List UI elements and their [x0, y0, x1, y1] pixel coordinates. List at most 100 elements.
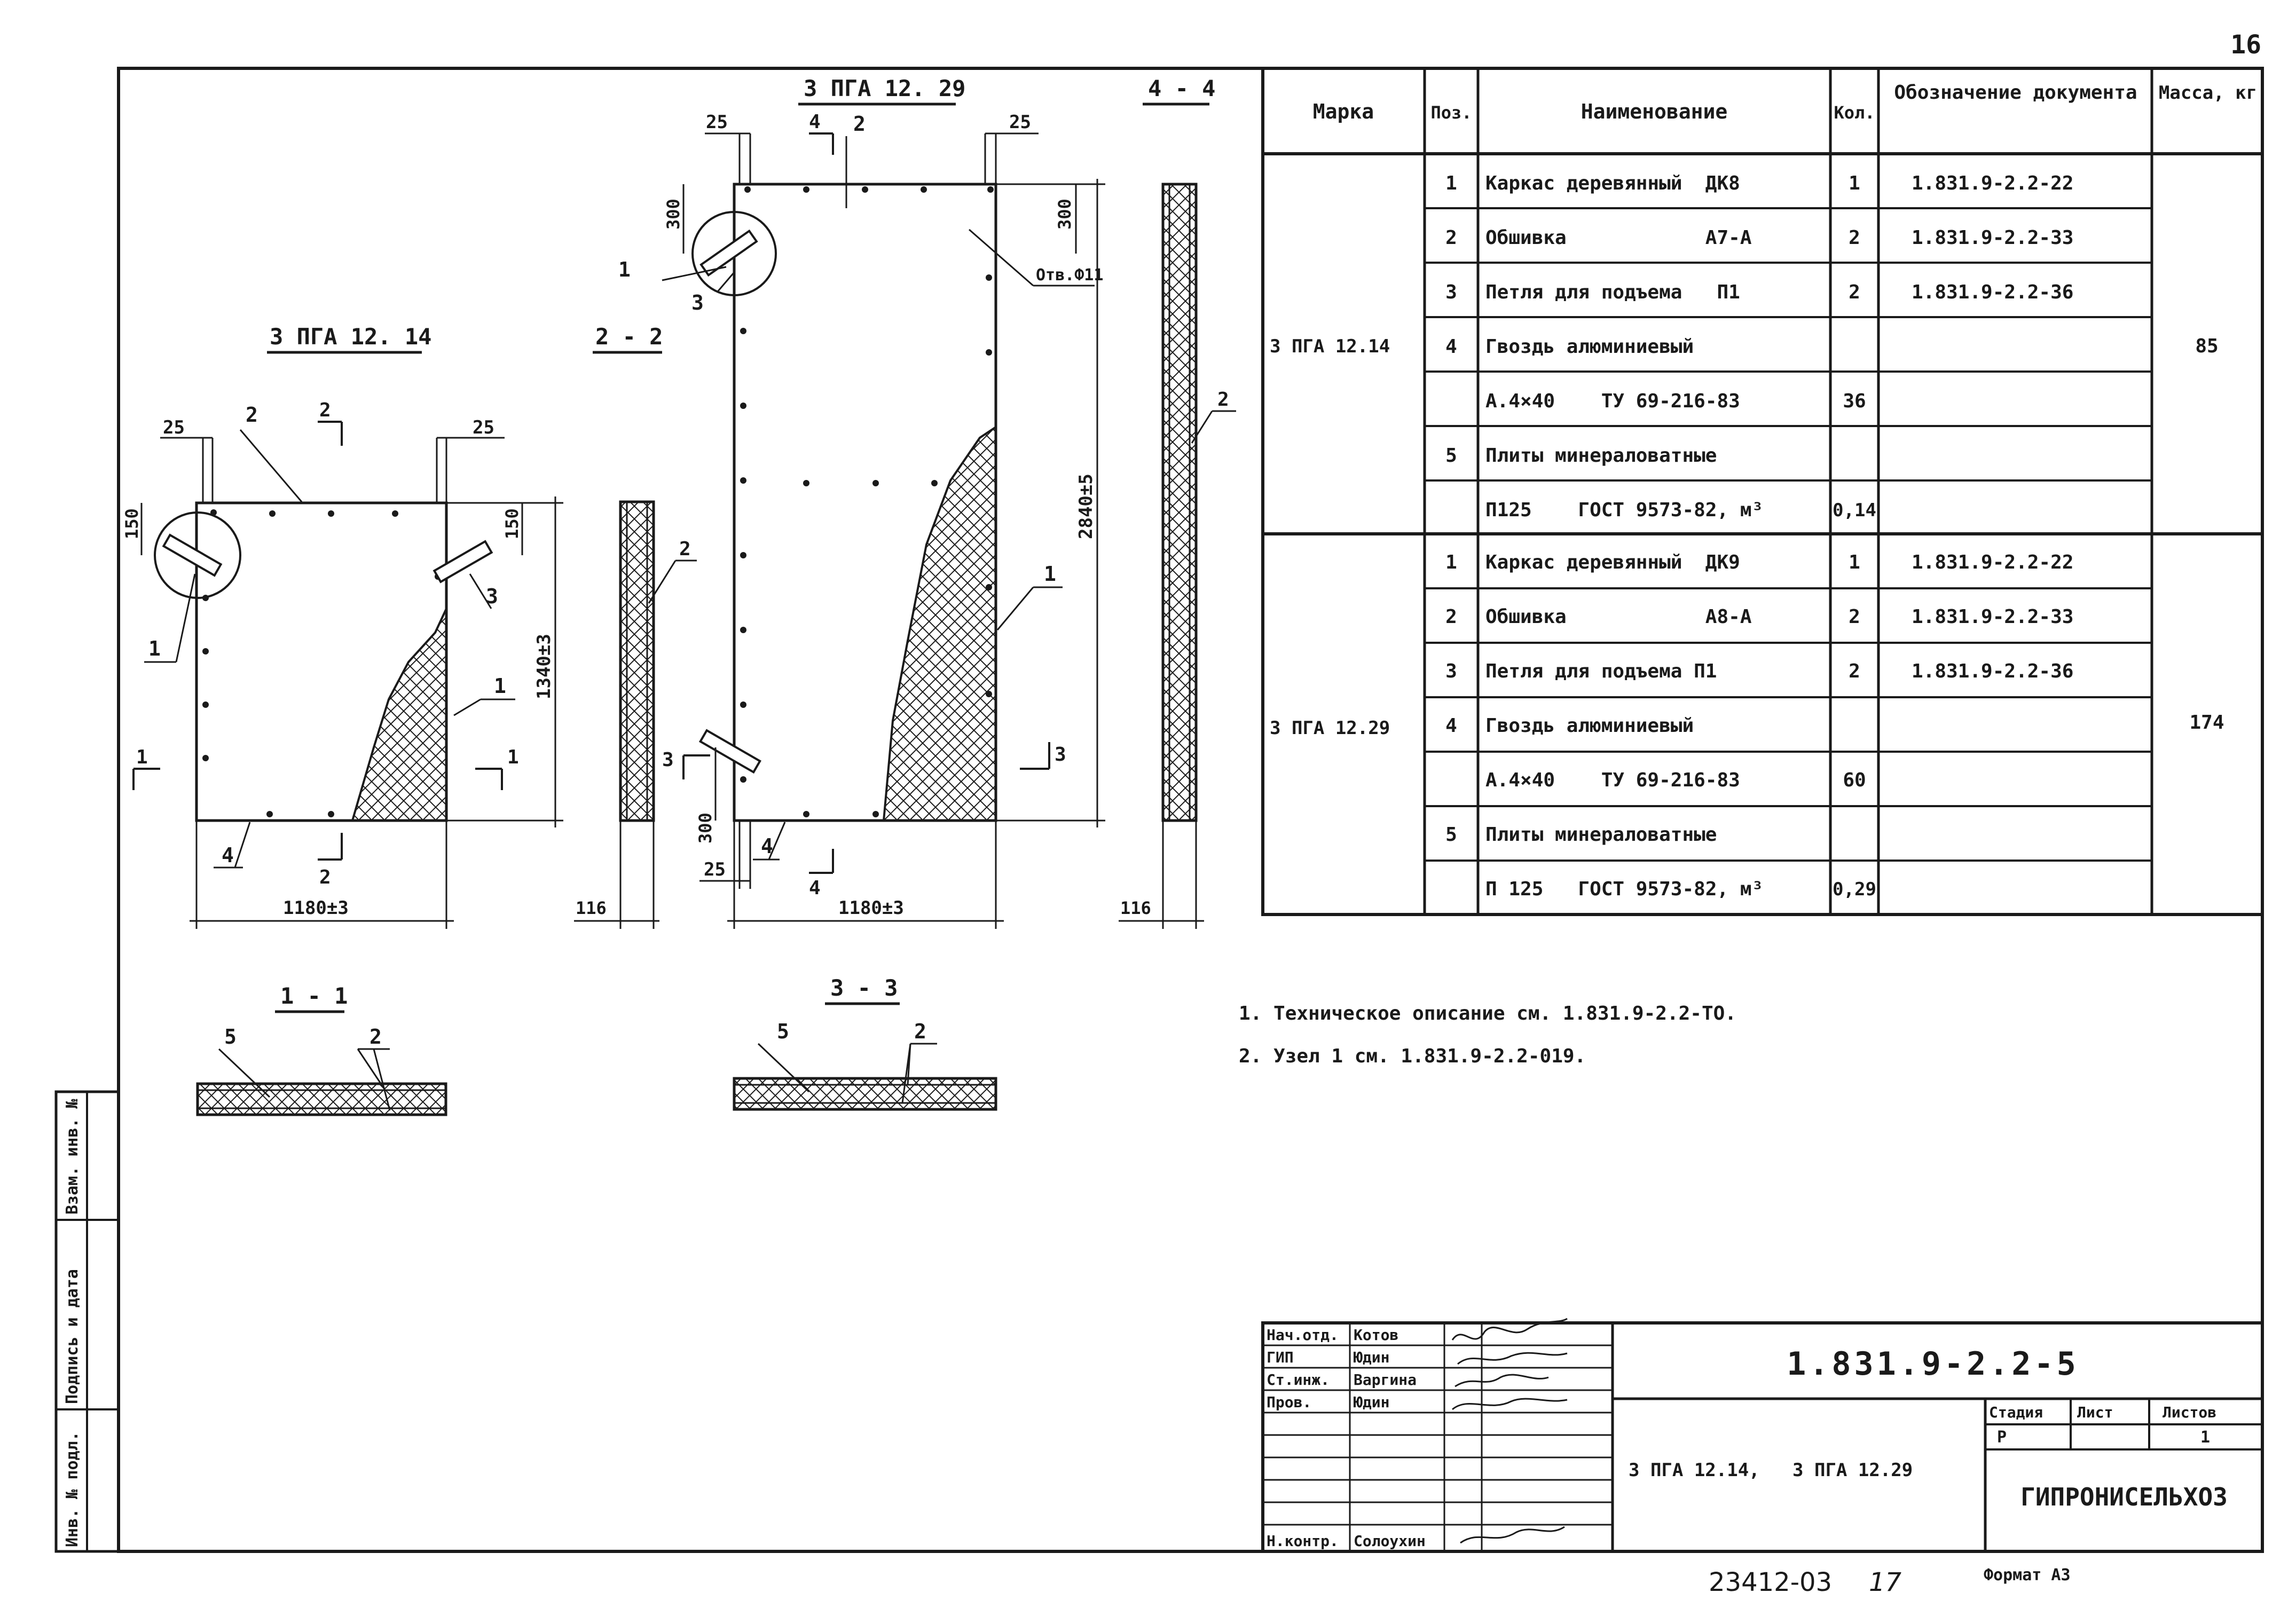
spec-group-1-mass: 85	[2195, 335, 2218, 357]
spec-row-qty: 2	[1849, 660, 1860, 682]
panel-small-callout-1: 1	[148, 637, 161, 660]
spec-row-name: Петля для подъема П1	[1485, 281, 1740, 303]
note-2: 2. Узел 1 см. 1.831.9-2.2-019.	[1239, 1045, 1586, 1067]
signature-name: Юдин	[1354, 1393, 1389, 1411]
side-stamp-sign: Подпись и дата	[63, 1269, 82, 1404]
panel-small-view: 3 ПГА 12. 14 25 25 150 150 1340±3	[122, 324, 563, 929]
section-1-1-title: 1 - 1	[280, 983, 348, 1009]
panel-large-s4-top: 4	[809, 111, 821, 133]
spec-row-name: П 125 ГОСТ 9573-82, м³	[1485, 878, 1763, 900]
spec-row-doc: 1.831.9-2.2-22	[1912, 551, 2073, 573]
spec-row-doc: 1.831.9-2.2-36	[1912, 281, 2073, 303]
spec-row-name: Каркас деревянный ДК9	[1485, 551, 1740, 573]
side-stamp: Инв. № подл. Подпись и дата Взам. инв. №	[54, 1090, 120, 1553]
section-3-3-view: 3 - 3 5 2	[733, 975, 997, 1111]
panel-small-loop-left: 150	[122, 508, 142, 539]
spec-row-qty: 0,29	[1833, 879, 1876, 900]
panel-large-loop-right: 300	[1055, 199, 1075, 230]
panel-small-callout-1b: 1	[494, 674, 506, 698]
spec-row-qty: 2	[1849, 227, 1860, 249]
panel-large-edge-right: 25	[1009, 112, 1031, 133]
signature-name: Солоухин	[1354, 1532, 1426, 1550]
spec-row-pos: 5	[1445, 824, 1457, 846]
panel-large-loop-left: 300	[663, 199, 683, 230]
panel-large-callout-2: 2	[853, 112, 866, 136]
signature-role: Н.контр.	[1267, 1532, 1339, 1550]
spec-row-doc: 1.831.9-2.2-36	[1912, 660, 2073, 682]
spec-group-2-rows: 1 Каркас деревянный ДК9 1 1.831.9-2.2-22…	[1445, 551, 2073, 900]
side-stamp-inv: Инв. № подл.	[63, 1431, 82, 1547]
signature-name: Юдин	[1354, 1349, 1389, 1366]
spec-row-pos: 1	[1445, 551, 1457, 573]
handwritten-signatures	[1451, 1318, 1568, 1544]
spec-row-name: А.4×40 ТУ 69-216-83	[1485, 769, 1740, 791]
spec-row-name: Каркас деревянный ДК8	[1485, 172, 1740, 194]
signature-role: ГИП	[1267, 1349, 1294, 1366]
archive-number: 23412-03	[1709, 1567, 1832, 1597]
panel-small-callout-3: 3	[486, 585, 498, 608]
signature-role: Ст.инж.	[1267, 1371, 1330, 1389]
spec-row-doc: 1.831.9-2.2-33	[1912, 606, 2073, 628]
spec-table: Марка Поз. Наименование Кол. Обозначение…	[1261, 67, 2264, 916]
spec-row-name: Обшивка А8-А	[1485, 606, 1752, 628]
panel-large-callout-3: 3	[691, 291, 704, 314]
section-3-3-callout-2: 2	[914, 1020, 926, 1043]
section-1-1-callout-2: 2	[369, 1025, 382, 1048]
panel-large-width: 1180±3	[838, 897, 904, 919]
spec-row-name: П125 ГОСТ 9573-82, м³	[1485, 499, 1763, 521]
panel-small-height: 1340±3	[533, 634, 555, 699]
panel-small-s2-bottom: 2	[319, 866, 331, 888]
panel-large-callout-1: 1	[618, 258, 631, 281]
panel-small-callout-4: 4	[222, 843, 234, 867]
spec-row-name: Обшивка А7-А	[1485, 227, 1752, 249]
panel-small-edge-left: 25	[163, 417, 185, 438]
side-stamp-replaced: Взам. инв. №	[63, 1098, 82, 1215]
section-2-2-title: 2 - 2	[595, 324, 663, 350]
section-2-2-view: 2 - 2 116 2	[574, 324, 697, 929]
signature-role: Нач.отд.	[1267, 1326, 1339, 1344]
tb-sheets-header: Листов	[2163, 1404, 2216, 1421]
spec-row-qty: 2	[1849, 606, 1860, 628]
spec-row-name: Плиты минераловатные	[1485, 445, 1717, 467]
tb-organization: ГИПРОНИСЕЛЬХОЗ	[2020, 1483, 2228, 1511]
spec-row-qty: 2	[1849, 281, 1860, 303]
section-4-4-thickness: 116	[1120, 898, 1151, 918]
format-label: Формат А3	[1984, 1566, 2071, 1584]
panel-small-title: 3 ПГА 12. 14	[270, 324, 431, 350]
tb-stage-value: Р	[1997, 1428, 2007, 1447]
section-4-4-callout: 2	[1217, 389, 1229, 411]
panel-small-edge-right: 25	[473, 417, 494, 438]
title-block: Нач.отд. Котов ГИП Юдин Ст.инж. Варгина …	[1261, 1318, 2264, 1553]
spec-row-doc: 1.831.9-2.2-33	[1912, 227, 2073, 249]
section-3-3-callout-5: 5	[777, 1020, 789, 1043]
panel-large-s4-bottom: 4	[809, 877, 821, 899]
spec-group-1-rows: 1 Каркас деревянный ДК8 1 1.831.9-2.2-22…	[1445, 172, 2073, 521]
spec-header-qty: Кол.	[1834, 103, 1875, 123]
panel-large-hole-label: Отв.Ф11	[1036, 266, 1103, 285]
spec-group-2-mass: 174	[2189, 712, 2224, 734]
spec-row-qty: 1	[1849, 551, 1860, 573]
note-1: 1. Техническое описание см. 1.831.9-2.2-…	[1239, 1003, 1736, 1024]
tb-sheets-value: 1	[2200, 1428, 2210, 1447]
signature-name: Варгина	[1354, 1371, 1417, 1389]
tb-product-names: 3 ПГА 12.14, 3 ПГА 12.29	[1629, 1460, 1913, 1481]
section-2-2-thickness: 116	[576, 898, 607, 918]
spec-row-qty: 36	[1843, 390, 1866, 412]
spec-header-name: Наименование	[1581, 100, 1728, 123]
signature-role: Пров.	[1267, 1393, 1311, 1411]
section-4-4-view: 4 - 4 116 2	[1119, 75, 1236, 929]
panel-small-loop-right: 150	[502, 508, 522, 539]
panel-small-width: 1180±3	[283, 897, 349, 919]
panel-large-callout-4: 4	[761, 834, 773, 858]
spec-row-qty: 1	[1849, 172, 1860, 194]
spec-header-pos: Поз.	[1430, 103, 1472, 123]
sheet-number: 16	[2230, 30, 2261, 60]
spec-row-name: Плиты минераловатные	[1485, 824, 1717, 846]
panel-small-s1-right: 1	[507, 746, 519, 768]
spec-row-pos: 5	[1445, 445, 1457, 467]
panel-small-s1-left: 1	[136, 746, 148, 768]
spec-row-pos: 3	[1445, 660, 1457, 682]
spec-row-qty: 60	[1843, 769, 1866, 791]
panel-large-s3-left: 3	[662, 749, 674, 771]
